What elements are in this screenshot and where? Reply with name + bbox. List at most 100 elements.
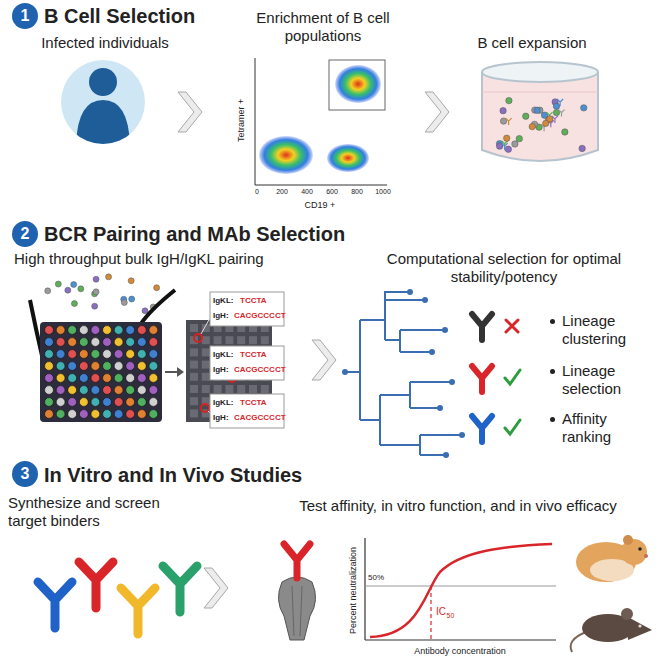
sequence-text: CACGCCCCT <box>234 311 286 321</box>
step-caption: Infected individuals <box>41 34 169 52</box>
well <box>91 362 100 371</box>
cell <box>506 97 512 103</box>
well <box>237 385 245 393</box>
cell <box>529 123 535 129</box>
step-caption: Computational selection for optimal stab… <box>354 250 654 286</box>
cell <box>93 276 99 282</box>
well <box>137 338 146 347</box>
axis-label: CD19 + <box>305 200 336 211</box>
sequence-label: IgKL: <box>213 398 233 408</box>
well <box>79 374 88 383</box>
flow-plot <box>255 58 387 185</box>
cell <box>129 296 135 302</box>
cell-antibody <box>558 110 564 117</box>
well <box>79 398 88 407</box>
bullet-dot <box>550 319 555 324</box>
well <box>56 398 65 407</box>
well <box>126 362 135 371</box>
well <box>45 350 54 359</box>
cell <box>45 288 51 294</box>
step-number-circle: 1 <box>12 3 38 29</box>
well <box>56 338 65 347</box>
well <box>225 385 233 393</box>
bullet-dot <box>550 417 555 422</box>
cell <box>154 285 160 291</box>
well <box>56 386 65 395</box>
sequence-label: IgH: <box>213 413 229 423</box>
well <box>190 361 198 369</box>
cell <box>505 146 511 152</box>
tick-label: 200 <box>276 188 288 196</box>
well <box>79 410 88 419</box>
step-caption: High throughput bulk IgH/IgKL pairing <box>14 250 264 268</box>
well <box>68 374 77 383</box>
lineage-tree <box>342 289 465 458</box>
well <box>249 385 257 393</box>
neutralization-curve <box>365 538 556 640</box>
well <box>103 350 112 359</box>
pairing-plate <box>30 274 284 428</box>
well <box>190 385 198 393</box>
cell <box>504 135 510 141</box>
well <box>68 350 77 359</box>
well <box>225 336 233 344</box>
bullet-text: Affinity ranking <box>562 410 658 446</box>
well <box>137 374 146 383</box>
cell <box>65 287 71 293</box>
cell <box>562 129 568 135</box>
well <box>190 348 198 356</box>
hamster <box>576 535 648 582</box>
well <box>202 385 210 393</box>
sequence-label: IgH: <box>213 311 229 321</box>
well <box>114 362 123 371</box>
well <box>137 350 146 359</box>
step-number: 1 <box>12 3 38 29</box>
antibody-icon <box>472 314 492 442</box>
section-title: BCR Pairing and MAb Selection <box>44 222 345 246</box>
tick-label: 600 <box>326 188 338 196</box>
step-number: 2 <box>12 221 38 247</box>
well <box>103 410 112 419</box>
well <box>149 374 158 383</box>
well <box>91 410 100 419</box>
bullet-text: Lineage clustering <box>562 312 658 348</box>
tick-label: 800 <box>351 188 363 196</box>
well <box>126 410 135 419</box>
cell <box>534 107 540 113</box>
well <box>79 386 88 395</box>
well <box>68 398 77 407</box>
well <box>126 386 135 395</box>
sequence-text: TCCTA <box>240 350 267 360</box>
sequence-label: IgH: <box>213 365 229 375</box>
well <box>214 336 222 344</box>
well <box>68 362 77 371</box>
well <box>261 385 269 393</box>
cell <box>553 103 559 109</box>
well <box>149 398 158 407</box>
well <box>79 362 88 371</box>
axis-label: Tetramer + <box>237 98 248 141</box>
sequence-text: CACGCCCCT <box>234 413 286 423</box>
cell <box>93 289 99 295</box>
well <box>202 361 210 369</box>
step-caption: B cell expansion <box>477 34 586 52</box>
cell <box>92 303 98 309</box>
sequence-text: CACGCCCCT <box>234 365 286 375</box>
well <box>45 374 54 383</box>
well <box>68 326 77 335</box>
step-number-circle: 2 <box>12 221 38 247</box>
well <box>237 336 245 344</box>
well <box>126 398 135 407</box>
person-icon <box>61 60 145 150</box>
cell <box>71 301 77 307</box>
sequence-text: TCCTA <box>240 398 267 408</box>
well <box>149 386 158 395</box>
well <box>190 373 198 381</box>
well <box>137 326 146 335</box>
tick-label: 400 <box>301 188 313 196</box>
well <box>68 338 77 347</box>
well <box>114 398 123 407</box>
well <box>149 362 158 371</box>
well <box>91 326 100 335</box>
well <box>149 350 158 359</box>
